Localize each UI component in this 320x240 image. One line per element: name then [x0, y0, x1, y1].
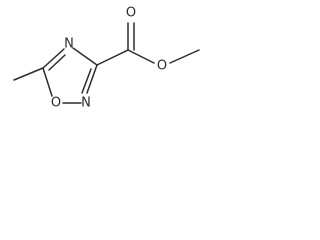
bond-c5-n4	[42, 48, 65, 69]
bond-n4-c3	[72, 47, 98, 66]
bond-c3-n2	[86, 64, 98, 94]
bond-c3-ccarbonyl	[96, 49, 129, 66]
atom-ring-o: O	[51, 96, 61, 111]
structure-diagram: N N O O O	[13, 6, 200, 111]
bond-o1-c5	[42, 67, 53, 97]
bond-c-o-ester	[127, 49, 155, 64]
bond-o-methyl	[169, 49, 200, 64]
bond-c3-n2-double	[81, 68, 92, 94]
atom-carbonyl-o: O	[126, 6, 136, 21]
atom-ring-n-top: N	[64, 37, 74, 52]
atom-labels: N N O O O	[51, 6, 167, 111]
bonds	[13, 22, 200, 104]
bond-methyl-c5	[13, 67, 44, 81]
atom-ester-o: O	[157, 59, 167, 74]
bond-c5-n4-double	[48, 54, 66, 71]
atom-ring-n-bottom: N	[81, 96, 91, 111]
